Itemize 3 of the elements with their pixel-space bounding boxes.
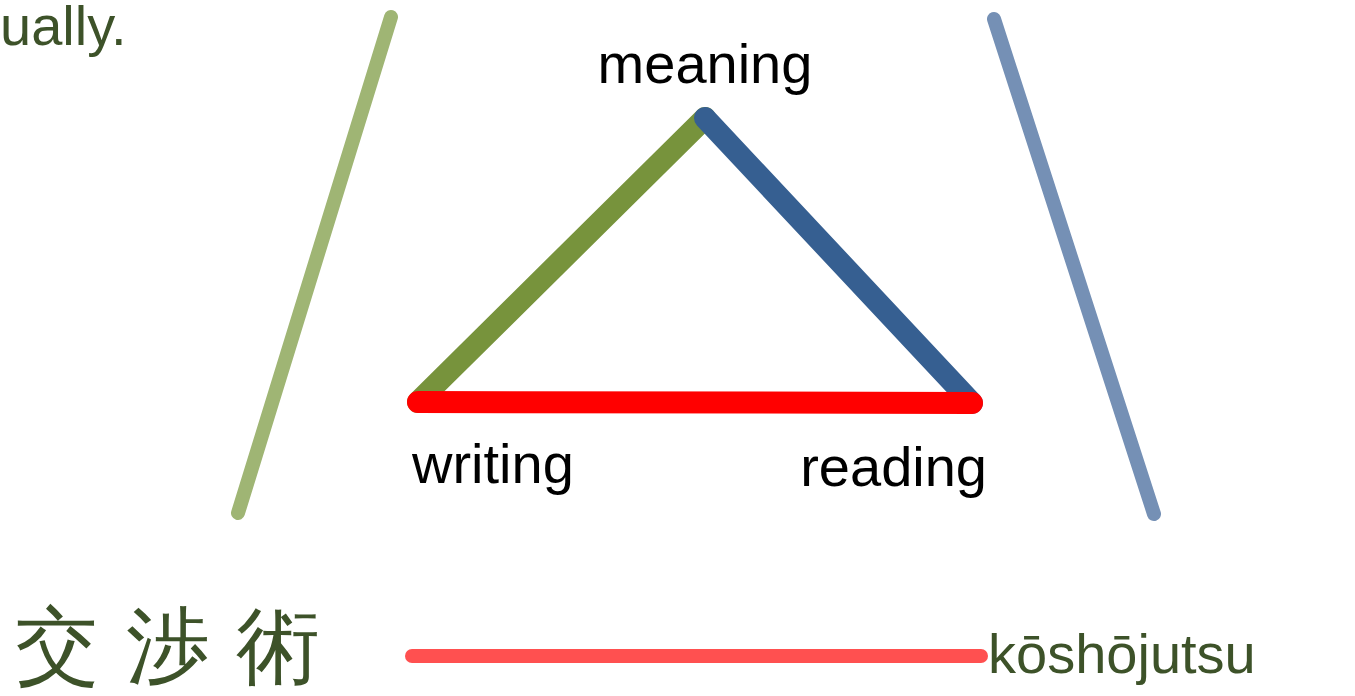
connector-line [405,649,988,663]
kanji-term: 交 渉 術 [15,604,321,688]
connector-line [407,391,983,414]
